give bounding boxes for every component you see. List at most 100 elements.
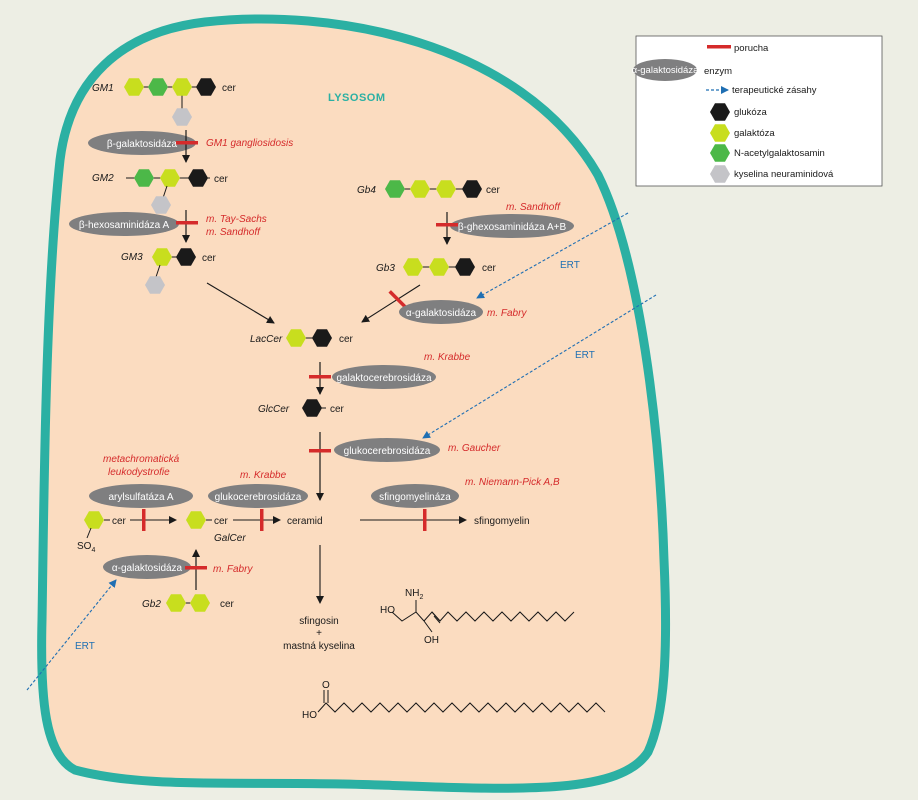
galactose-icon [429, 258, 449, 276]
gm2-molecule: GM2 cer [92, 169, 229, 214]
enzyme-beta-galactosidase [88, 131, 196, 155]
enzyme-glucocerebrosidase-2 [208, 484, 308, 508]
fatty-acid-o: O [322, 680, 330, 691]
legend: porucha α-galaktosidáza enzym terapeutic… [632, 35, 883, 187]
sulfate-label: SO4 [77, 541, 95, 554]
gm3-label: GM3 [121, 252, 143, 263]
fatty-acid-ho: HO [302, 710, 317, 721]
lysosome-title: LYSOSOM [328, 92, 386, 104]
gb3-label: Gb3 [376, 263, 395, 274]
sfingomyelin-label: sfingomyelin [474, 516, 530, 527]
disease-mld-line2: leukodystrofie [108, 467, 170, 478]
galactose-icon [410, 180, 430, 198]
legend-defect-symbol [707, 45, 731, 49]
legend-neuraminic-symbol [710, 165, 730, 183]
galactose-icon [436, 180, 456, 198]
ert-label-2: ERT [575, 350, 595, 361]
gb2-label: Gb2 [142, 599, 161, 610]
enzyme-hexosaminidase-a-label: β-hexosaminidáza A [79, 220, 170, 231]
galactose-icon [160, 169, 180, 187]
legend-enzyme-symbol [633, 59, 697, 81]
enzyme-glucocerebrosidase-2-label: glukocerebrosidáza [215, 492, 302, 503]
legend-enzyme-sample: α-galaktosidáza [632, 65, 699, 76]
ert-arrow-glucocerebrosidase [422, 294, 657, 439]
ert-label-3: ERT [75, 641, 95, 652]
galactose-icon [172, 78, 192, 96]
defect-sandhoff-gb4 [436, 223, 458, 227]
defect-mld [142, 509, 146, 531]
defect-fabry-gb2 [185, 566, 207, 570]
gm1-label: GM1 [92, 83, 114, 94]
enzyme-hexosaminidase-ab-label: β-ghexosaminidáza A+B [458, 222, 567, 233]
neuraminic-icon [145, 276, 165, 294]
neuraminic-icon [151, 196, 171, 214]
disease-mld-line1: metachromatická [103, 454, 180, 465]
enzyme-sphingomyelinase [371, 484, 459, 508]
defect-niemann-pick [423, 509, 427, 531]
legend-label-galactose: galaktóza [734, 128, 775, 139]
ert-arrow-alpha-galactosidase-2 [26, 579, 117, 691]
sphingosine-structure [391, 600, 575, 633]
laccer-molecule: LacCer cer [250, 329, 354, 347]
enzyme-alpha-galactosidase [399, 300, 483, 324]
enzyme-glucocerebrosidase [334, 438, 440, 462]
glucose-icon [455, 258, 475, 276]
glucose-icon [176, 248, 196, 266]
disease-niemann-pick: m. Niemann-Pick A,B [465, 477, 560, 488]
disease-krabbe: m. Krabbe [424, 352, 471, 363]
disease-fabry-gb2: m. Fabry [213, 564, 253, 575]
legend-glucose-symbol [710, 103, 730, 121]
gm3-cer: cer [202, 253, 217, 264]
legend-label-enzyme: enzym [704, 66, 732, 77]
galactose-icon [84, 511, 104, 529]
sphingosine-ho: HO [380, 605, 395, 616]
galactose-icon [403, 258, 423, 276]
gb2-cer: cer [220, 599, 235, 610]
gb2-molecule: Gb2 cer [142, 594, 235, 612]
glucose-icon [302, 399, 322, 417]
ceramid-label: ceramid [287, 516, 323, 527]
legend-label-therapy: terapeutické zásahy [732, 85, 817, 96]
legend-label-glucose: glukóza [734, 107, 767, 118]
enzyme-hexosaminidase-a [69, 212, 179, 236]
enzyme-arylsulfatase-a-label: arylsulfatáza A [108, 492, 173, 503]
defect-tay-sachs [176, 221, 198, 225]
galactose-icon [166, 594, 186, 612]
sulfatide-cer: cer [112, 516, 127, 527]
fatty-acid-label: mastná kyselina [283, 641, 355, 652]
gm1-molecule: GM1 cer [92, 78, 237, 126]
galactose-icon [286, 329, 306, 347]
gm2-cer: cer [214, 174, 229, 185]
arrow-gm3-to-laccer [206, 282, 275, 324]
plus-label: + [316, 628, 322, 639]
galactose-icon [124, 78, 144, 96]
glucose-icon [196, 78, 216, 96]
disease-gaucher: m. Gaucher [448, 443, 501, 454]
galcer-label: GalCer [214, 533, 246, 544]
neuraminic-icon [172, 108, 192, 126]
glucose-icon [312, 329, 332, 347]
gm1-cer: cer [222, 83, 237, 94]
enzyme-galactocerebrosidase-label: galaktocerebrosidáza [336, 373, 431, 384]
arrow-gb3-to-laccer [361, 284, 421, 323]
ert-label-1: ERT [560, 260, 580, 271]
gb3-molecule: Gb3 cer [376, 258, 497, 276]
glucose-icon [462, 180, 482, 198]
gb4-cer: cer [486, 185, 501, 196]
disease-tay-sachs: m. Tay-Sachs [206, 214, 267, 225]
disease-gm1-gangliosidosis: GM1 gangliosidosis [206, 138, 293, 149]
enzyme-beta-galactosidase-label: β-galaktosidáza [107, 139, 178, 150]
gb4-label: Gb4 [357, 185, 376, 196]
disease-fabry: m. Fabry [487, 308, 527, 319]
defect-krabbe-galcer [260, 509, 264, 531]
legend-galnac-symbol [710, 144, 730, 162]
gm2-label: GM2 [92, 173, 114, 184]
defect-gaucher [309, 449, 331, 453]
enzyme-alpha-galactosidase-2-label: α-galaktosidáza [112, 563, 183, 574]
glccer-molecule: GlcCer cer [258, 399, 345, 417]
legend-label-galnac: N-acetylgalaktosamin [734, 148, 825, 159]
enzyme-hexosaminidase-ab [450, 214, 574, 238]
glccer-label: GlcCer [258, 404, 290, 415]
galnac-icon [385, 180, 405, 198]
